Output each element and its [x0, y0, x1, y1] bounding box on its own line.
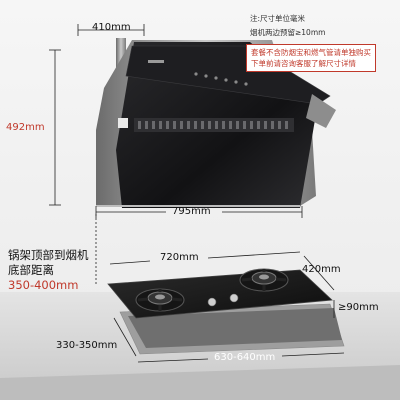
- warning-line-1: 套餐不含防烟宝和燃气管请单独购买: [251, 48, 371, 57]
- stove-width-label: 720mm: [160, 252, 199, 263]
- grill-slot: [243, 121, 246, 129]
- hood-height-label: 492mm: [6, 122, 45, 133]
- grill-slot: [257, 121, 260, 129]
- grill-slot: [271, 121, 274, 129]
- control-button-icon: [204, 74, 208, 78]
- stove-depth-label: 420mm: [302, 264, 341, 275]
- dim-line-720-left: [109, 260, 151, 265]
- hood-grill-slots: [138, 121, 288, 129]
- hood-logo: [148, 60, 164, 63]
- hood-top-width-label: 410mm: [92, 22, 131, 33]
- grill-slot: [236, 121, 239, 129]
- control-button-icon: [244, 82, 248, 86]
- dim-line-720-right: [207, 251, 301, 259]
- grill-slot: [173, 121, 176, 129]
- hood-bottom-width-label: 795mm: [172, 206, 211, 217]
- distance-description: 锅架顶部到烟机 底部距离 350-400mm: [8, 248, 89, 293]
- hood-control-buttons: [194, 72, 248, 86]
- grill-slot: [194, 121, 197, 129]
- cooktop-knobs: [207, 293, 239, 307]
- hood-side-flap: [306, 94, 336, 128]
- distance-line-1: 锅架顶部到烟机: [8, 248, 89, 262]
- cutout-width-label: 630-640mm: [214, 352, 276, 363]
- hood-light: [118, 118, 128, 128]
- grill-slot: [159, 121, 162, 129]
- control-button-icon: [234, 80, 238, 84]
- grill-slot: [145, 121, 148, 129]
- grill-slot: [187, 121, 190, 129]
- grill-slot: [285, 121, 288, 129]
- warning-box: 套餐不含防烟宝和燃气管请单独购买 下单前请咨询客服了解尺寸详情: [246, 44, 376, 72]
- grill-slot: [138, 121, 141, 129]
- burner-left: [135, 288, 185, 312]
- control-button-icon: [194, 72, 198, 76]
- dim-line-330-350: [113, 317, 137, 357]
- warning-line-2: 下单前请咨询客服了解尺寸详情: [251, 59, 356, 68]
- cooktop-base-box: [128, 308, 342, 348]
- grill-slot: [166, 121, 169, 129]
- note-unit: 注:尺寸单位毫米: [250, 14, 306, 23]
- hood-filter-grill: [134, 118, 294, 132]
- burner-right: [239, 268, 289, 292]
- distance-value: 350-400mm: [8, 278, 79, 292]
- dim-line-630-640-left: [137, 358, 209, 363]
- control-button-icon: [224, 78, 228, 82]
- grill-slot: [201, 121, 204, 129]
- grill-slot: [152, 121, 155, 129]
- grill-slot: [229, 121, 232, 129]
- grill-slot: [264, 121, 267, 129]
- grill-slot: [250, 121, 253, 129]
- distance-line-2: 底部距离: [8, 263, 54, 277]
- cutout-depth-label: 330-350mm: [56, 340, 118, 351]
- grill-slot: [222, 121, 225, 129]
- stove-thickness-label: ≥90mm: [338, 302, 379, 313]
- dim-line-630-640-right: [281, 352, 345, 357]
- hood-upper-flap: [125, 45, 331, 105]
- grill-slot: [278, 121, 281, 129]
- grill-slot: [180, 121, 183, 129]
- grill-slot: [215, 121, 218, 129]
- dim-line-420: [303, 255, 335, 291]
- countertop-front-edge: [0, 365, 400, 400]
- grill-slot: [208, 121, 211, 129]
- note-gap: 烟机两边预留≥10mm: [250, 28, 326, 37]
- control-button-icon: [214, 76, 218, 80]
